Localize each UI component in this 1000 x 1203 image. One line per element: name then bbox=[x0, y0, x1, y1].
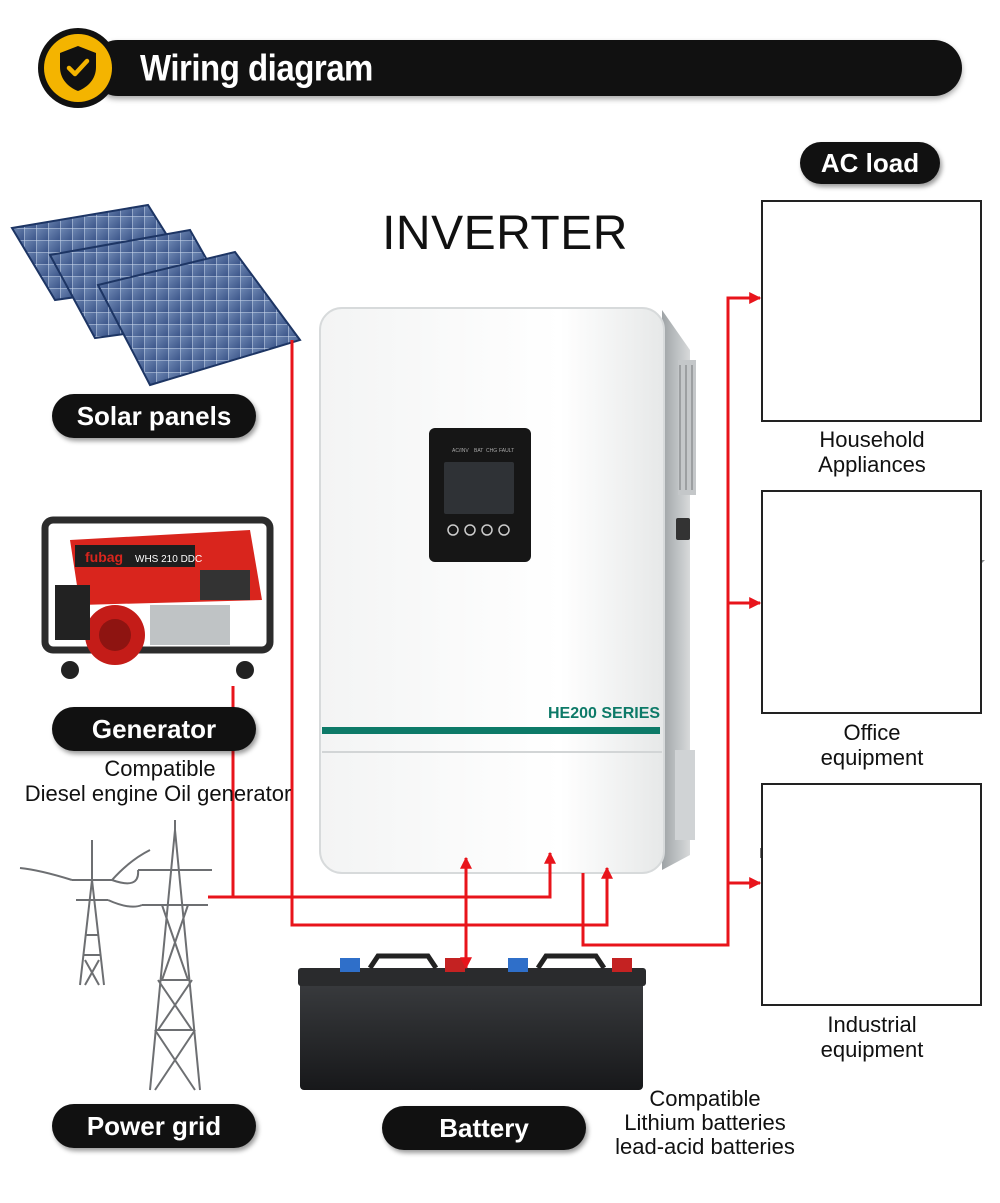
battery-caption-line2: Lithium batteries bbox=[624, 1110, 786, 1135]
industrial-equipment-box bbox=[761, 783, 982, 1006]
inverter-title: INVERTER bbox=[382, 207, 628, 260]
solar-panels-image bbox=[10, 203, 302, 387]
industrial-caption-line2: equipment bbox=[820, 1037, 924, 1062]
generator-model: WHS 210 DDC bbox=[135, 554, 202, 565]
indicator-bat: BAT bbox=[474, 448, 483, 454]
office-caption-line2: equipment bbox=[820, 745, 924, 770]
page-title: Wiring diagram bbox=[140, 46, 373, 89]
header-banner bbox=[90, 40, 962, 96]
indicator-ac: AC/INV bbox=[452, 448, 469, 454]
household-caption-line1: Household bbox=[819, 427, 925, 452]
generator-label: Generator bbox=[52, 707, 256, 751]
ac-load-label: AC load bbox=[800, 142, 940, 184]
generator-brand: fubag bbox=[85, 549, 123, 565]
power-grid-label: Power grid bbox=[52, 1104, 256, 1148]
battery-image bbox=[298, 953, 646, 1090]
generator-caption-line2: Diesel engine Oil generator bbox=[24, 781, 292, 806]
battery-label: Battery bbox=[382, 1106, 586, 1150]
solar-panels-label: Solar panels bbox=[52, 394, 256, 438]
inverter-series-label: HE200 SERIES bbox=[548, 705, 660, 722]
indicator-fault: FAULT bbox=[499, 448, 514, 454]
inverter-device bbox=[319, 307, 696, 874]
generator-caption-line1: Compatible bbox=[104, 756, 216, 781]
shield-check-icon bbox=[44, 34, 112, 102]
generator-image: fubag WHS 210 DDC bbox=[41, 516, 274, 679]
office-caption-line1: Office bbox=[843, 720, 901, 745]
household-appliances-box bbox=[761, 200, 982, 422]
indicator-chg: CHG bbox=[486, 448, 497, 454]
office-equipment-box bbox=[761, 490, 982, 714]
household-caption-line2: Appliances bbox=[818, 452, 926, 477]
power-grid-image bbox=[19, 820, 212, 1091]
battery-caption-line3: lead-acid batteries bbox=[615, 1134, 795, 1159]
industrial-caption-line1: Industrial bbox=[827, 1012, 917, 1037]
wiring-lines bbox=[208, 292, 762, 970]
battery-caption-line1: Compatible bbox=[649, 1086, 761, 1111]
